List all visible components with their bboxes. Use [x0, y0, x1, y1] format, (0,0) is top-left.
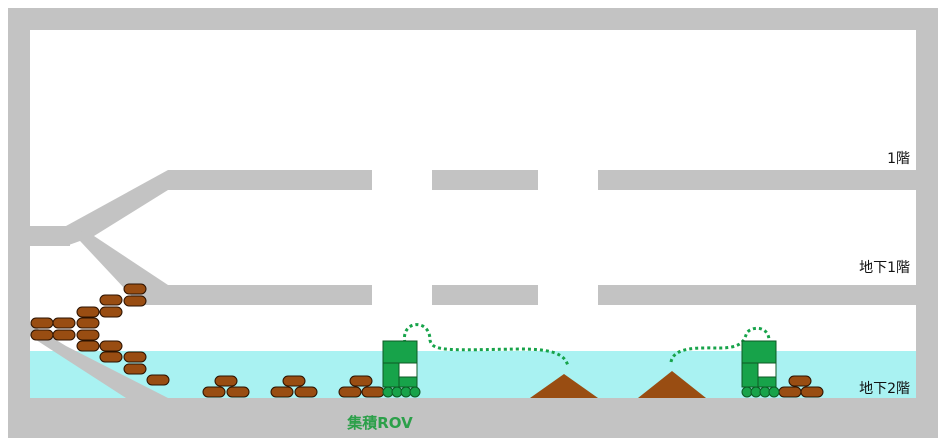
debris-piece [349, 375, 373, 387]
rov-1 [382, 340, 421, 398]
outer-wall-top [8, 8, 938, 30]
debris-piece [76, 317, 100, 329]
sediment-mound-2 [638, 371, 706, 398]
debris-piece [123, 295, 147, 307]
sediment-mound-1 [530, 374, 598, 398]
debris-piece [146, 374, 170, 386]
debris-piece [800, 386, 824, 398]
debris-piece [99, 340, 123, 352]
floor-1-slab-left [168, 170, 372, 190]
debris-piece [123, 351, 147, 363]
debris-piece [99, 351, 123, 363]
outer-wall-left [8, 8, 30, 438]
floor-1-label: 1階 [887, 151, 910, 167]
floor-b1-slab-left [168, 285, 372, 305]
ramp-upper [66, 170, 168, 246]
debris-piece [123, 283, 147, 295]
debris-piece [52, 317, 76, 329]
debris-piece [99, 294, 123, 306]
debris-piece [123, 363, 147, 375]
tether-1 [403, 323, 570, 367]
floor-b1-slab-right [598, 285, 916, 305]
outer-wall-right [916, 8, 938, 438]
debris-piece [282, 375, 306, 387]
ramp-lower [66, 226, 168, 305]
debris-piece [226, 386, 250, 398]
debris-piece [76, 329, 100, 341]
debris-piece [338, 386, 362, 398]
sediment-mounds [530, 371, 706, 398]
floor-1-slab-mid [432, 170, 538, 190]
debris-piece [270, 386, 294, 398]
entry-slab [30, 226, 70, 246]
debris-piece [76, 340, 100, 352]
debris-piece [30, 329, 54, 341]
floor-b1-slab-mid [432, 285, 538, 305]
rov-2 [741, 340, 780, 398]
rov-label: 集積ROV [346, 414, 413, 432]
debris-piece [202, 386, 226, 398]
debris-piece [52, 329, 76, 341]
debris-piece [99, 306, 123, 318]
debris-piece [778, 386, 802, 398]
debris-piece [214, 375, 238, 387]
debris-piece [294, 386, 318, 398]
ground-slab [8, 398, 938, 438]
debris-piece [361, 386, 385, 398]
debris-piles [30, 283, 824, 398]
floor-b2-label: 地下2階 [859, 381, 910, 397]
debris-piece [30, 317, 54, 329]
debris-piece [76, 306, 100, 318]
floor-b1-label: 地下1階 [859, 260, 910, 276]
debris-piece [788, 375, 812, 387]
rov-tethers [403, 323, 771, 367]
floor-1-slab-right [598, 170, 916, 190]
